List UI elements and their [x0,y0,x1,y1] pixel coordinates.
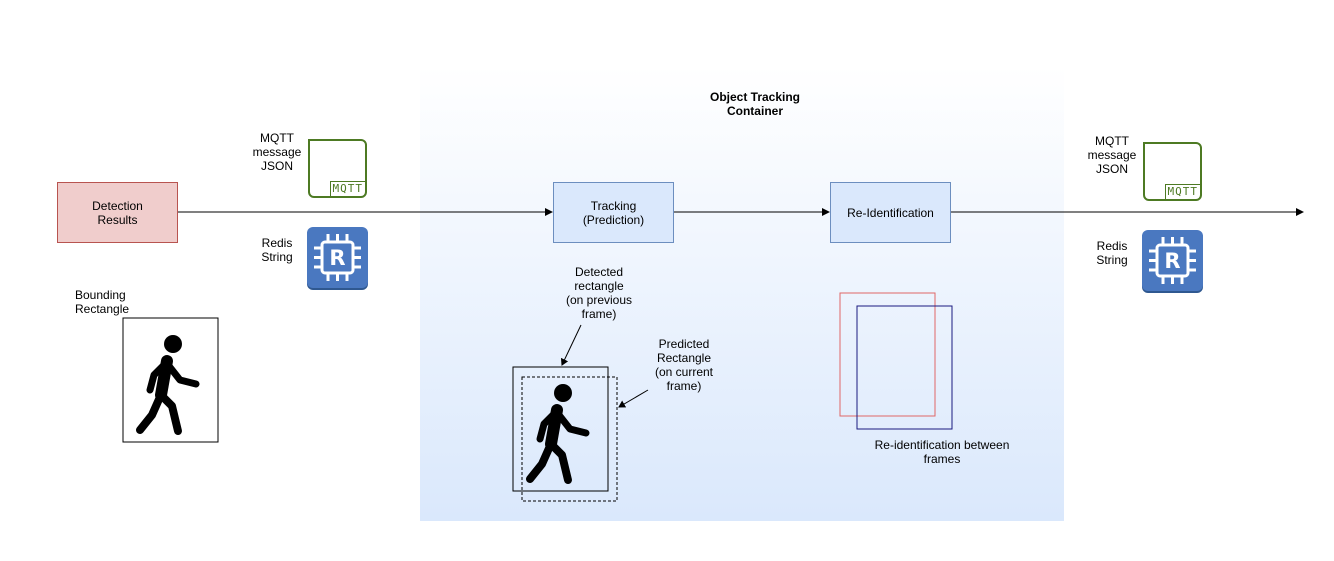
redis-letter: R [1164,249,1180,273]
redis-icon: R [307,227,368,288]
walking-person-icon [136,335,200,435]
detection-results-node[interactable]: Detection Results [57,182,178,243]
left-mqtt-label: MQTT message JSON [252,131,302,173]
redis-icon: R [1142,230,1203,291]
predicted-rectangle-label: Predicted Rectangle (on current frame) [654,337,714,393]
object-tracking-container [420,66,1064,521]
redis-chip-graphic: R [1149,237,1196,284]
tracking-node[interactable]: Tracking (Prediction) [553,182,674,243]
bounding-rectangle-label: Bounding Rectangle [75,288,130,316]
mqtt-tag: MQTT [329,181,365,196]
detected-rectangle-label: Detected rectangle (on previous frame) [565,265,633,321]
right-redis-label: Redis String [1096,239,1128,267]
redis-letter: R [329,246,345,270]
mqtt-tag: MQTT [1164,184,1200,199]
left-redis-label: Redis String [261,236,293,264]
arrow-predicted-pointer [618,389,649,408]
redis-chip-graphic: R [314,234,361,281]
predicted-rectangle [521,376,618,502]
reid-rectangle-previous [839,292,936,417]
right-mqtt-label: MQTT message JSON [1087,134,1137,176]
detected-rectangle [512,366,609,492]
mqtt-icon: MQTT [1143,142,1202,201]
reidentification-caption: Re-identification between frames [874,438,1010,466]
container-title: Object Tracking Container [709,90,801,118]
reidentification-node[interactable]: Re-Identification [830,182,951,243]
walking-person-icon [526,384,590,484]
arrow-detected-pointer [560,324,582,366]
reid-rectangle-current [856,305,953,430]
mqtt-icon: MQTT [308,139,367,198]
